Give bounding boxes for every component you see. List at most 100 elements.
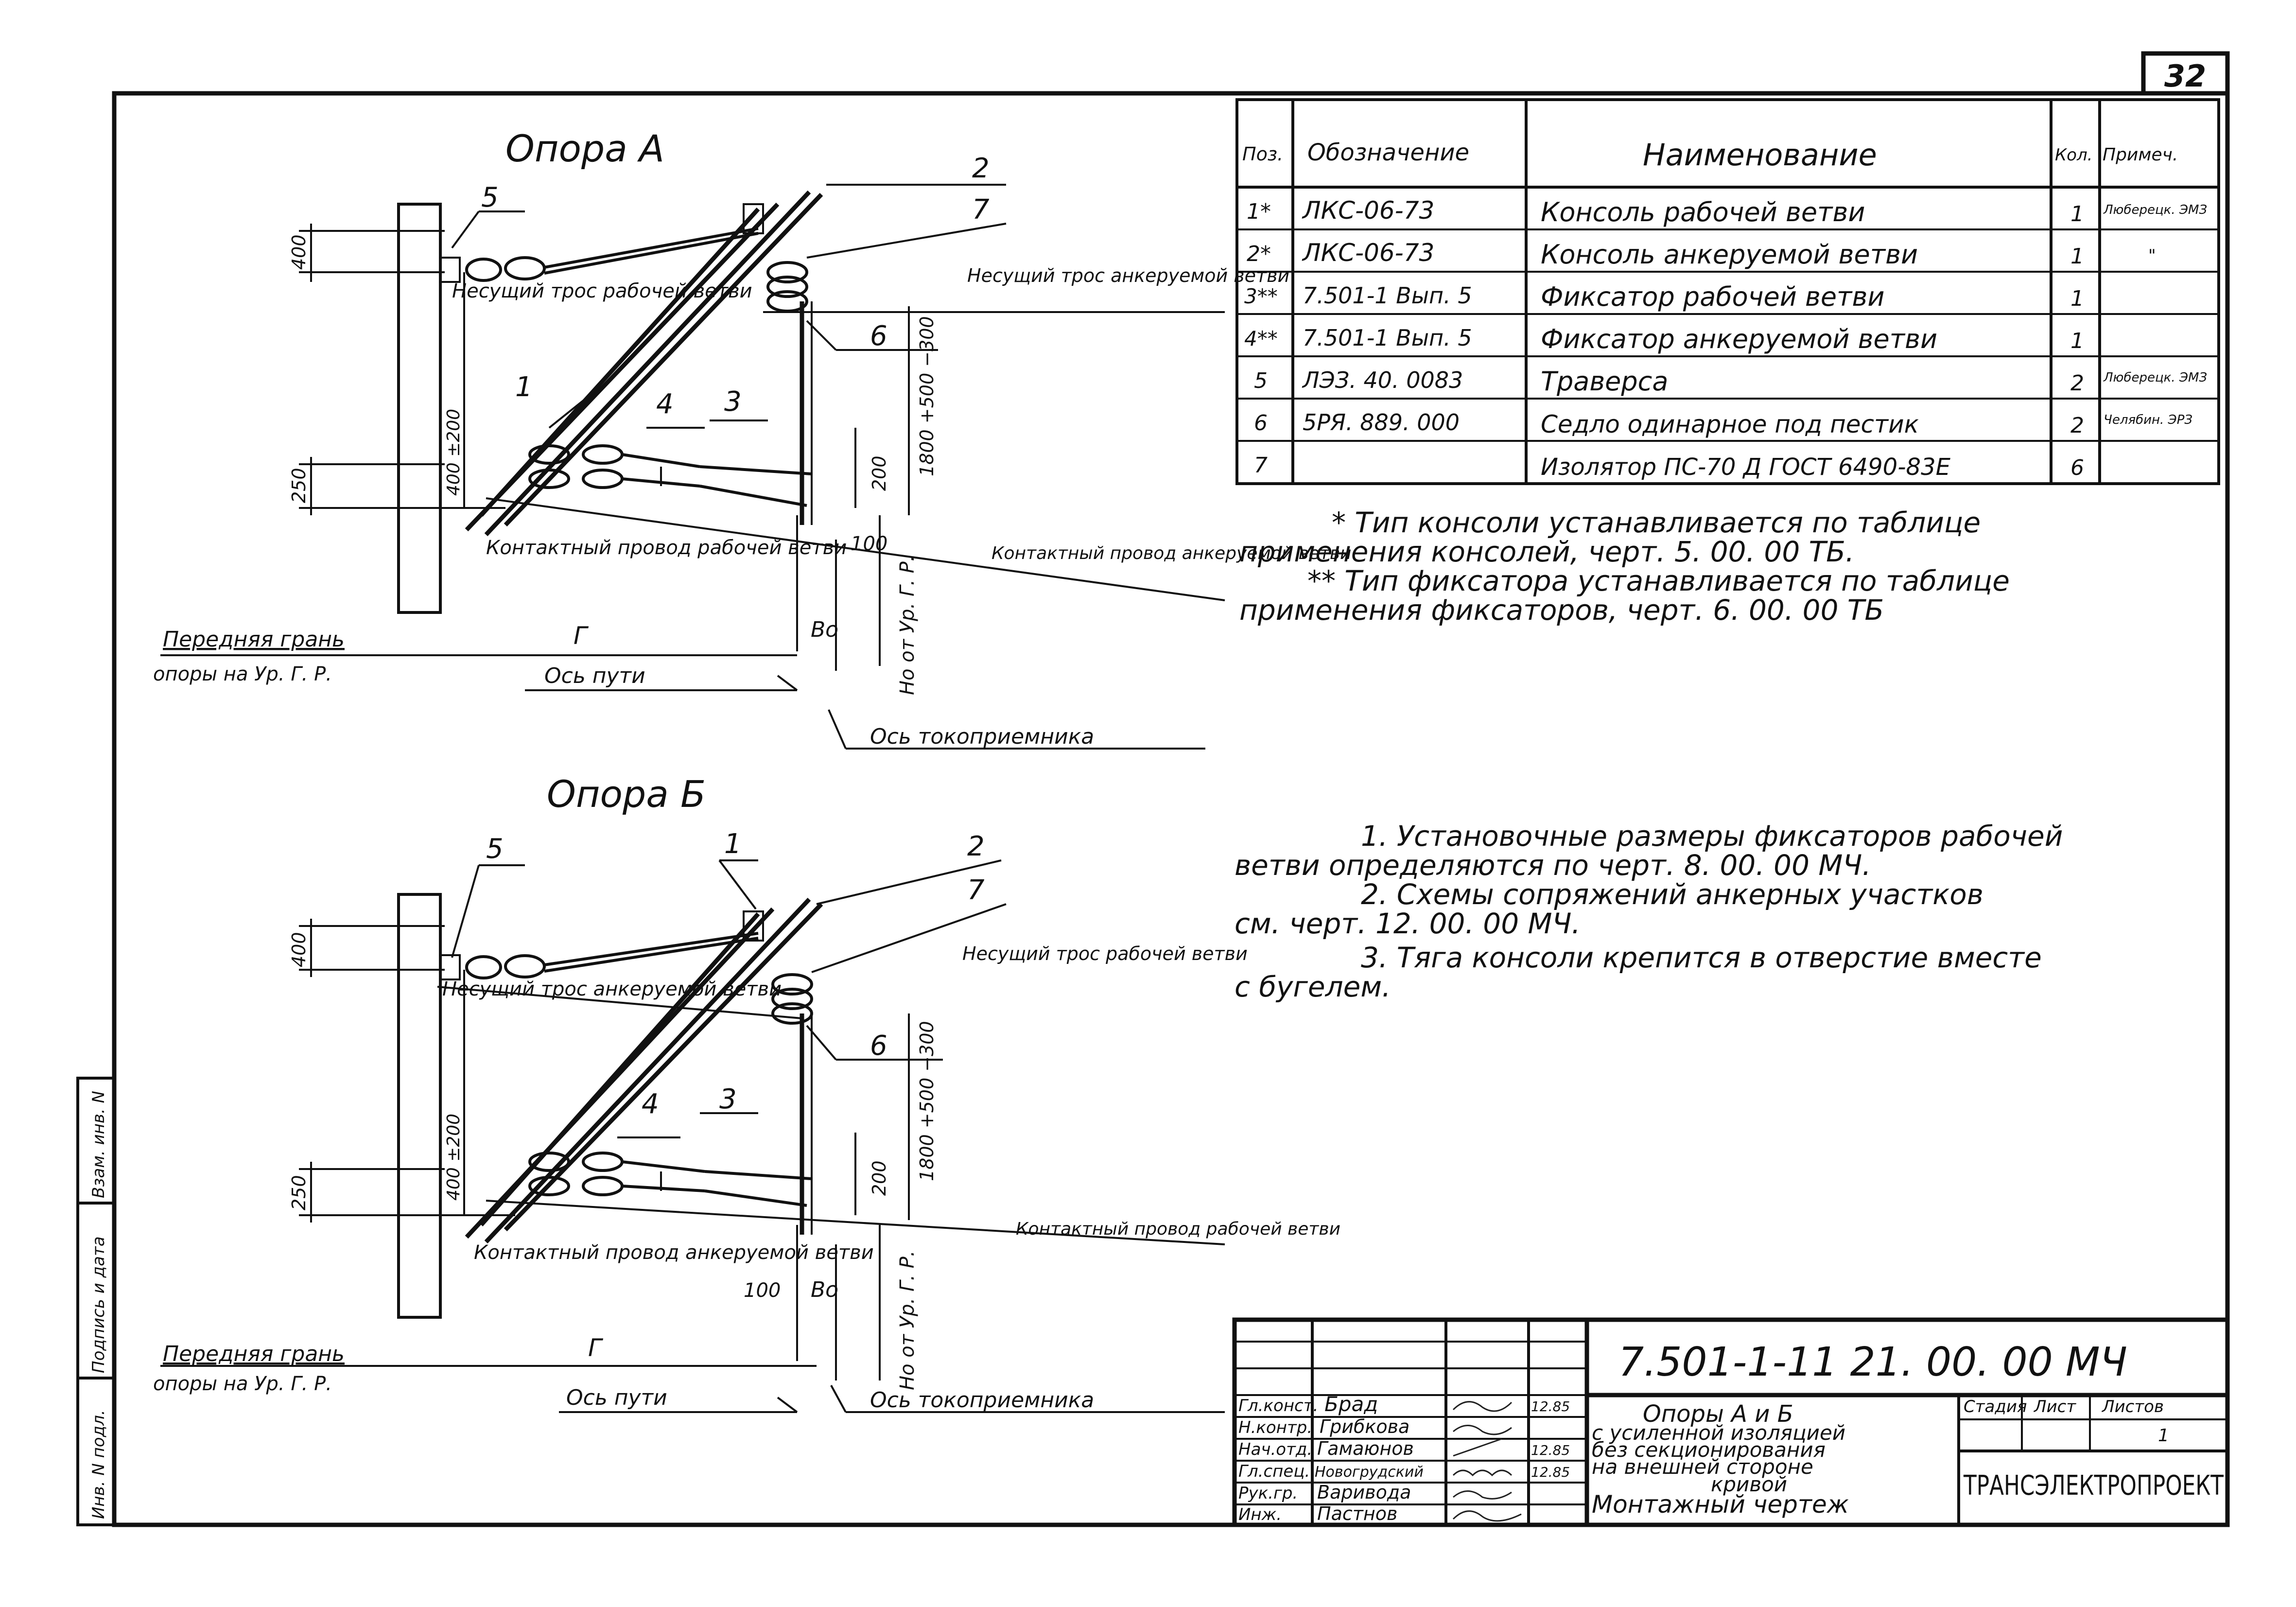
note-line-5: 3. Тяга консоли крепится в отверстие вме… [1361, 941, 2042, 974]
footnote-line-4: применения фиксаторов, черт. 6. 00. 00 Т… [1239, 594, 1884, 627]
spec-row-5: 5 ЛЭЗ. 40. 0083 Траверса 2 Люберецк. ЭМЗ [1254, 366, 2207, 397]
support-a-callouts: 5 2 7 6 1 4 3 [451, 153, 1007, 429]
note-line-2: ветви определяются по черт. 8. 00. 00 МЧ… [1235, 849, 1871, 882]
footnote-line-3: ** Тип фиксатора устанавливается по табл… [1307, 564, 2010, 597]
svg-text:без секционирования: без секционирования [1592, 1438, 1826, 1462]
support-a-dim-250: 250 [288, 468, 310, 503]
side-stamp-sign: Подпись и дата [89, 1236, 108, 1373]
svg-text:7.501-1 Вып. 5: 7.501-1 Вып. 5 [1303, 325, 1472, 351]
spec-table: Поз. Обозначение Наименование Кол. Приме… [1235, 98, 2220, 485]
svg-text:кривой: кривой [1711, 1472, 1787, 1496]
svg-text:Фиксатор анкеруемой ветви: Фиксатор анкеруемой ветви [1541, 324, 1937, 354]
svg-text:1: 1 [2070, 202, 2084, 227]
support-a-ho: Но от Ур. Г. Р. [896, 556, 919, 696]
svg-text:1*: 1* [1247, 199, 1271, 224]
support-b-callout-3: 3 [719, 1083, 737, 1115]
support-b-front-face-2: опоры на Ур. Г. Р. [153, 1373, 332, 1395]
support-a-pole [397, 203, 442, 614]
note-line-4: см. черт. 12. 00. 00 МЧ. [1235, 907, 1581, 940]
support-a-title: Опора А [505, 127, 664, 170]
title-block-sheets-count: 1 [2158, 1426, 2169, 1446]
support-b-callout-1: 1 [724, 828, 742, 860]
support-a-dim-g: Г [574, 622, 589, 650]
signature-row-6: Инж. Пастнов [1238, 1503, 1522, 1524]
spec-header-designation: Обозначение [1307, 139, 1469, 166]
support-b-pantograph-axis: Ось токоприемника [870, 1388, 1094, 1413]
support-a-dim-1800: 1800 +500 −300 [916, 316, 938, 476]
support-b-messenger-working: Несущий трос рабочей ветви [962, 943, 1248, 964]
spec-row-3: 3** 7.501-1 Вып. 5 Фиксатор рабочей ветв… [1244, 281, 2084, 312]
support-a-callout-7: 7 [972, 194, 990, 226]
support-b-callout-7: 7 [967, 874, 985, 906]
svg-text:ЛКС-06-73: ЛКС-06-73 [1302, 196, 1434, 225]
support-a-front-face-1: Передняя грань [163, 627, 345, 652]
spec-row-4: 4** 7.501-1 Вып. 5 Фиксатор анкеруемой в… [1244, 324, 2084, 354]
svg-text:ЛКС-06-73: ЛКС-06-73 [1302, 239, 1434, 267]
svg-text:Инж.: Инж. [1238, 1505, 1282, 1524]
svg-text:": " [2148, 246, 2156, 265]
svg-text:5РЯ. 889. 000: 5РЯ. 889. 000 [1303, 409, 1460, 436]
footnote-line-1: * Тип консоли устанавливается по таблице [1332, 506, 1981, 539]
svg-text:Новогрудский: Новогрудский [1315, 1464, 1424, 1481]
svg-text:Траверса: Траверса [1541, 366, 1668, 397]
svg-text:с усиленной изоляцией: с усиленной изоляцией [1592, 1421, 1845, 1445]
svg-text:Монтажный чертеж: Монтажный чертеж [1592, 1490, 1849, 1519]
svg-text:Люберецк. ЭМЗ: Люберецк. ЭМЗ [2103, 203, 2207, 217]
svg-text:Н.контр.: Н.контр. [1238, 1418, 1312, 1437]
spec-row-6: 6 5РЯ. 889. 000 Седло одинарное под пест… [1254, 409, 2192, 438]
support-a-track-axis: Ось пути [544, 664, 645, 688]
support-a-drawing: Опора А 400 250 400 ±200 [153, 127, 1351, 750]
support-a-contact-working: Контактный провод рабочей ветви [486, 537, 847, 559]
support-b-callout-6: 6 [870, 1030, 887, 1062]
svg-text:Седло одинарное под пестик: Седло одинарное под пестик [1541, 410, 1919, 438]
support-a-callout-3: 3 [724, 386, 742, 418]
support-a-dim-200: 200 [869, 455, 890, 491]
svg-text:Нач.отд.: Нач.отд. [1238, 1440, 1312, 1459]
svg-text:12.85: 12.85 [1531, 1442, 1570, 1458]
spec-header-qty: Кол. [2055, 145, 2092, 165]
svg-text:Брад: Брад [1324, 1392, 1378, 1416]
svg-text:12.85: 12.85 [1531, 1398, 1570, 1415]
svg-text:Челябин. ЭРЗ: Челябин. ЭРЗ [2104, 413, 2192, 427]
svg-text:ЛЭЗ. 40. 0083: ЛЭЗ. 40. 0083 [1302, 367, 1463, 393]
support-b-messenger-anchored: Несущий трос анкеруемой ветви [442, 978, 782, 1000]
svg-text:2: 2 [2070, 371, 2084, 396]
svg-text:3**: 3** [1244, 284, 1278, 308]
notes: 1. Установочные размеры фиксаторов рабоч… [1235, 820, 2063, 1003]
svg-text:7.501-1 Вып. 5: 7.501-1 Вып. 5 [1303, 282, 1472, 309]
svg-text:6: 6 [1254, 411, 1268, 436]
svg-text:12.85: 12.85 [1531, 1464, 1570, 1480]
side-stamp-inv: Инв. N подл. [89, 1410, 108, 1519]
footnote-line-2: применения консолей, черт. 5. 00. 00 ТБ. [1239, 535, 1854, 568]
support-b-pole [397, 893, 442, 1319]
svg-text:Рук.гр.: Рук.гр. [1238, 1484, 1298, 1503]
note-line-6: с бугелем. [1235, 970, 1391, 1003]
svg-text:Гамаюнов: Гамаюнов [1317, 1438, 1414, 1459]
support-b-callout-5: 5 [486, 833, 504, 865]
spec-header-pos: Поз. [1242, 143, 1283, 165]
svg-text:6: 6 [2070, 455, 2084, 480]
support-a-pantograph-axis: Ось токоприемника [870, 724, 1094, 749]
support-b-contact-anchored: Контактный провод анкеруемой ветви [474, 1241, 874, 1264]
support-b-ho: Но от Ур. Г. Р. [896, 1251, 919, 1391]
side-stamp-replace: Взам. инв. N [89, 1091, 108, 1198]
svg-text:Гл.конст.: Гл.конст. [1238, 1396, 1318, 1415]
svg-text:1: 1 [2070, 329, 2084, 353]
support-b-dim-400: 400 [288, 932, 310, 967]
spec-header-name: Наименование [1643, 137, 1877, 173]
note-line-3: 2. Схемы сопряжений анкерных участков [1361, 878, 1983, 911]
svg-text:7: 7 [1254, 453, 1268, 478]
svg-text:Консоль рабочей ветви: Консоль рабочей ветви [1541, 197, 1865, 227]
svg-text:Опоры А и Б: Опоры А и Б [1643, 1400, 1793, 1428]
support-b-dim-g: Г [588, 1334, 604, 1362]
side-stamp: Инв. N подл. Подпись и дата Взам. инв. N [76, 1077, 116, 1526]
support-b-track-axis: Ось пути [566, 1385, 667, 1410]
sheet-number-box [2141, 51, 2230, 96]
support-a-dim-bo: Во [811, 617, 838, 642]
svg-text:1: 1 [2070, 244, 2084, 269]
support-b-dim-200: 200 [869, 1160, 890, 1196]
spec-row-7: 7 Изолятор ПС-70 Д ГОСТ 6490-83Е 6 [1254, 453, 2084, 481]
title-block-sheet-header: Лист [2033, 1397, 2076, 1416]
svg-text:Гл.спец.: Гл.спец. [1238, 1462, 1310, 1481]
svg-text:1: 1 [2070, 286, 2084, 311]
